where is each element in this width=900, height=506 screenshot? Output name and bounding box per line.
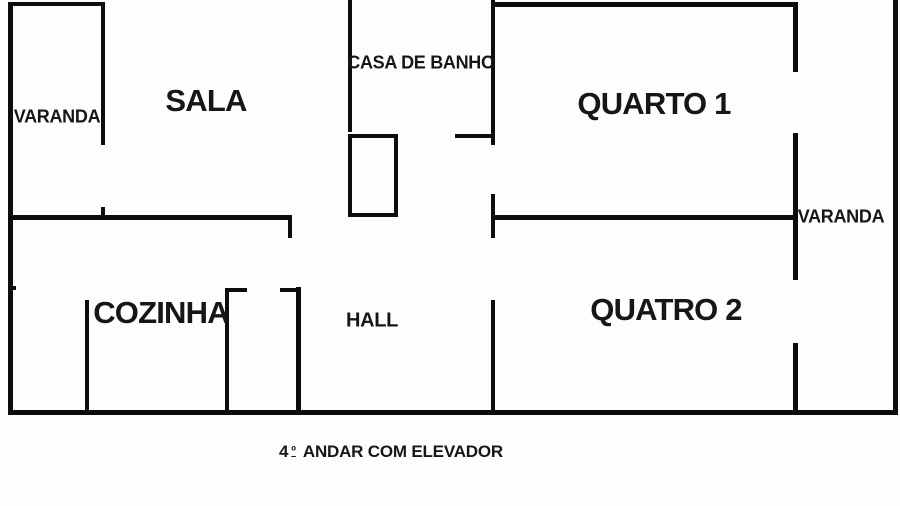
room-label-sala: SALA bbox=[165, 83, 247, 118]
room-label-hall: HALL bbox=[345, 309, 399, 332]
wall-segment bbox=[793, 133, 798, 280]
wall-segment bbox=[85, 300, 89, 412]
wall-segment bbox=[8, 410, 898, 415]
floor-caption-ordinal: º bbox=[291, 443, 296, 458]
wall-segment bbox=[8, 286, 16, 290]
wall-segment bbox=[101, 2, 105, 145]
wall-segment bbox=[455, 134, 493, 138]
wall-segment bbox=[101, 207, 105, 219]
wall-segment bbox=[225, 288, 247, 292]
wall-segment bbox=[491, 300, 495, 412]
wall-segment bbox=[288, 219, 292, 238]
room-label-varanda-left: VARANDA bbox=[13, 106, 101, 127]
wall-segment bbox=[8, 215, 292, 220]
floor-caption-text: ANDAR COM ELEVADOR bbox=[302, 442, 503, 461]
wall-segment bbox=[8, 2, 13, 415]
room-label-quarto-1: QUARTO 1 bbox=[577, 86, 731, 121]
wall-segment bbox=[348, 0, 352, 132]
floor-caption-number: 4 bbox=[279, 442, 289, 461]
room-label-quarto-2: QUATRO 2 bbox=[590, 292, 742, 327]
wall-segment bbox=[348, 213, 398, 217]
wall-segment bbox=[793, 2, 798, 72]
room-label-varanda-right: VARANDA bbox=[797, 206, 885, 227]
wall-segment bbox=[495, 2, 797, 7]
wall-segment bbox=[348, 134, 352, 217]
wall-segment bbox=[793, 343, 798, 412]
wall-segment bbox=[893, 0, 898, 415]
wall-segment bbox=[8, 2, 105, 6]
room-label-cozinha: COZINHA bbox=[93, 295, 229, 330]
wall-segment bbox=[491, 0, 495, 145]
wall-segment bbox=[225, 290, 229, 412]
wall-segment bbox=[394, 134, 398, 217]
wall-segment bbox=[348, 134, 398, 138]
room-label-casa-de-banho: CASA DE BANHO bbox=[347, 52, 495, 73]
wall-segment bbox=[296, 287, 301, 412]
wall-segment bbox=[491, 215, 798, 220]
wall-segment bbox=[280, 288, 301, 292]
